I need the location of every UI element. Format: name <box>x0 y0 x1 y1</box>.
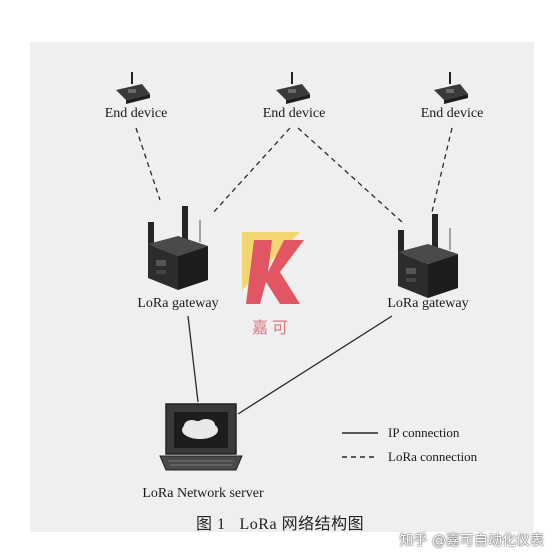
legend-ip-label: IP connection <box>388 425 460 440</box>
end-device-label: End device <box>420 106 484 121</box>
lora-link-left-device-left-gateway <box>135 127 161 201</box>
gateway-label: LoRa gateway <box>387 296 469 311</box>
ip-link-right-gateway-server <box>237 315 393 415</box>
gateway-icon <box>398 214 458 298</box>
brand-logo <box>242 232 316 304</box>
server-label: LoRa Network server <box>142 486 264 501</box>
legend-lora-label: LoRa connection <box>388 449 478 464</box>
watermark-text: 嘉可 <box>252 318 293 337</box>
figure-caption: 图 1 LoRa 网络结构图 <box>196 510 364 534</box>
gateway-label: LoRa gateway <box>137 296 219 311</box>
ip-link-left-gateway-server <box>187 315 199 403</box>
figure-title: LoRa 网络结构图 <box>239 516 365 533</box>
figure-number: 图 1 <box>196 516 226 533</box>
end-device-icon <box>276 72 310 104</box>
server-computer-icon <box>159 403 243 471</box>
gateway-icon <box>148 206 208 290</box>
lora-link-center-device-right-gateway <box>297 127 403 223</box>
end-device-icon <box>116 72 150 104</box>
lora-link-right-device-right-gateway <box>431 127 453 213</box>
end-device-label: End device <box>104 106 168 121</box>
source-credit: 知乎 @嘉可自动化仪表 <box>399 533 544 549</box>
lora-link-center-device-left-gateway <box>211 127 291 215</box>
end-device-icon <box>434 72 468 104</box>
end-device-label: End device <box>262 106 326 121</box>
